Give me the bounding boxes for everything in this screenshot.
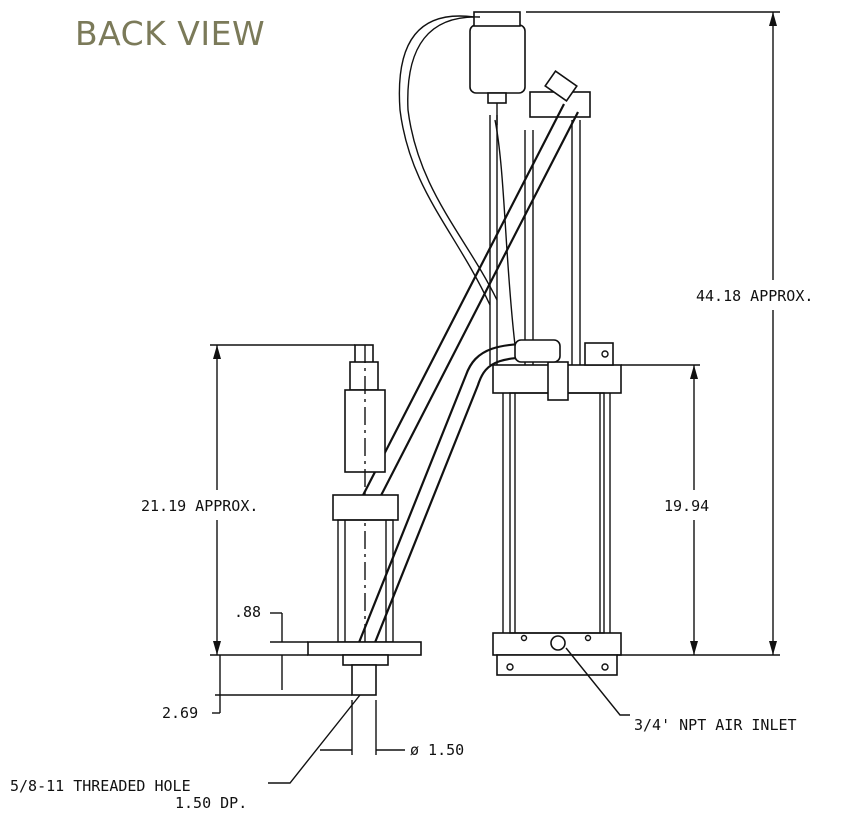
- large-cylinder: [492, 342, 622, 676]
- gauge-assembly: [398, 11, 526, 346]
- note-thread-depth: 1.50 DP.: [175, 794, 247, 812]
- small-cylinder: [307, 344, 422, 696]
- dimension-lines: [210, 11, 780, 784]
- dim-shaft-length: 2.69: [162, 704, 198, 722]
- dim-shaft-diameter: ø 1.50: [410, 741, 464, 759]
- note-threaded-hole: 5/8-11 THREADED HOLE: [10, 777, 191, 795]
- dim-base-plate: .88: [234, 603, 261, 621]
- dim-overall-height: 44.18 APPROX.: [696, 287, 813, 305]
- dim-large-cylinder-height: 19.94: [664, 497, 709, 515]
- note-air-inlet: 3/4' NPT AIR INLET: [634, 716, 797, 734]
- view-title: BACK VIEW: [75, 14, 266, 53]
- dim-small-cylinder-height: 21.19 APPROX.: [141, 497, 258, 515]
